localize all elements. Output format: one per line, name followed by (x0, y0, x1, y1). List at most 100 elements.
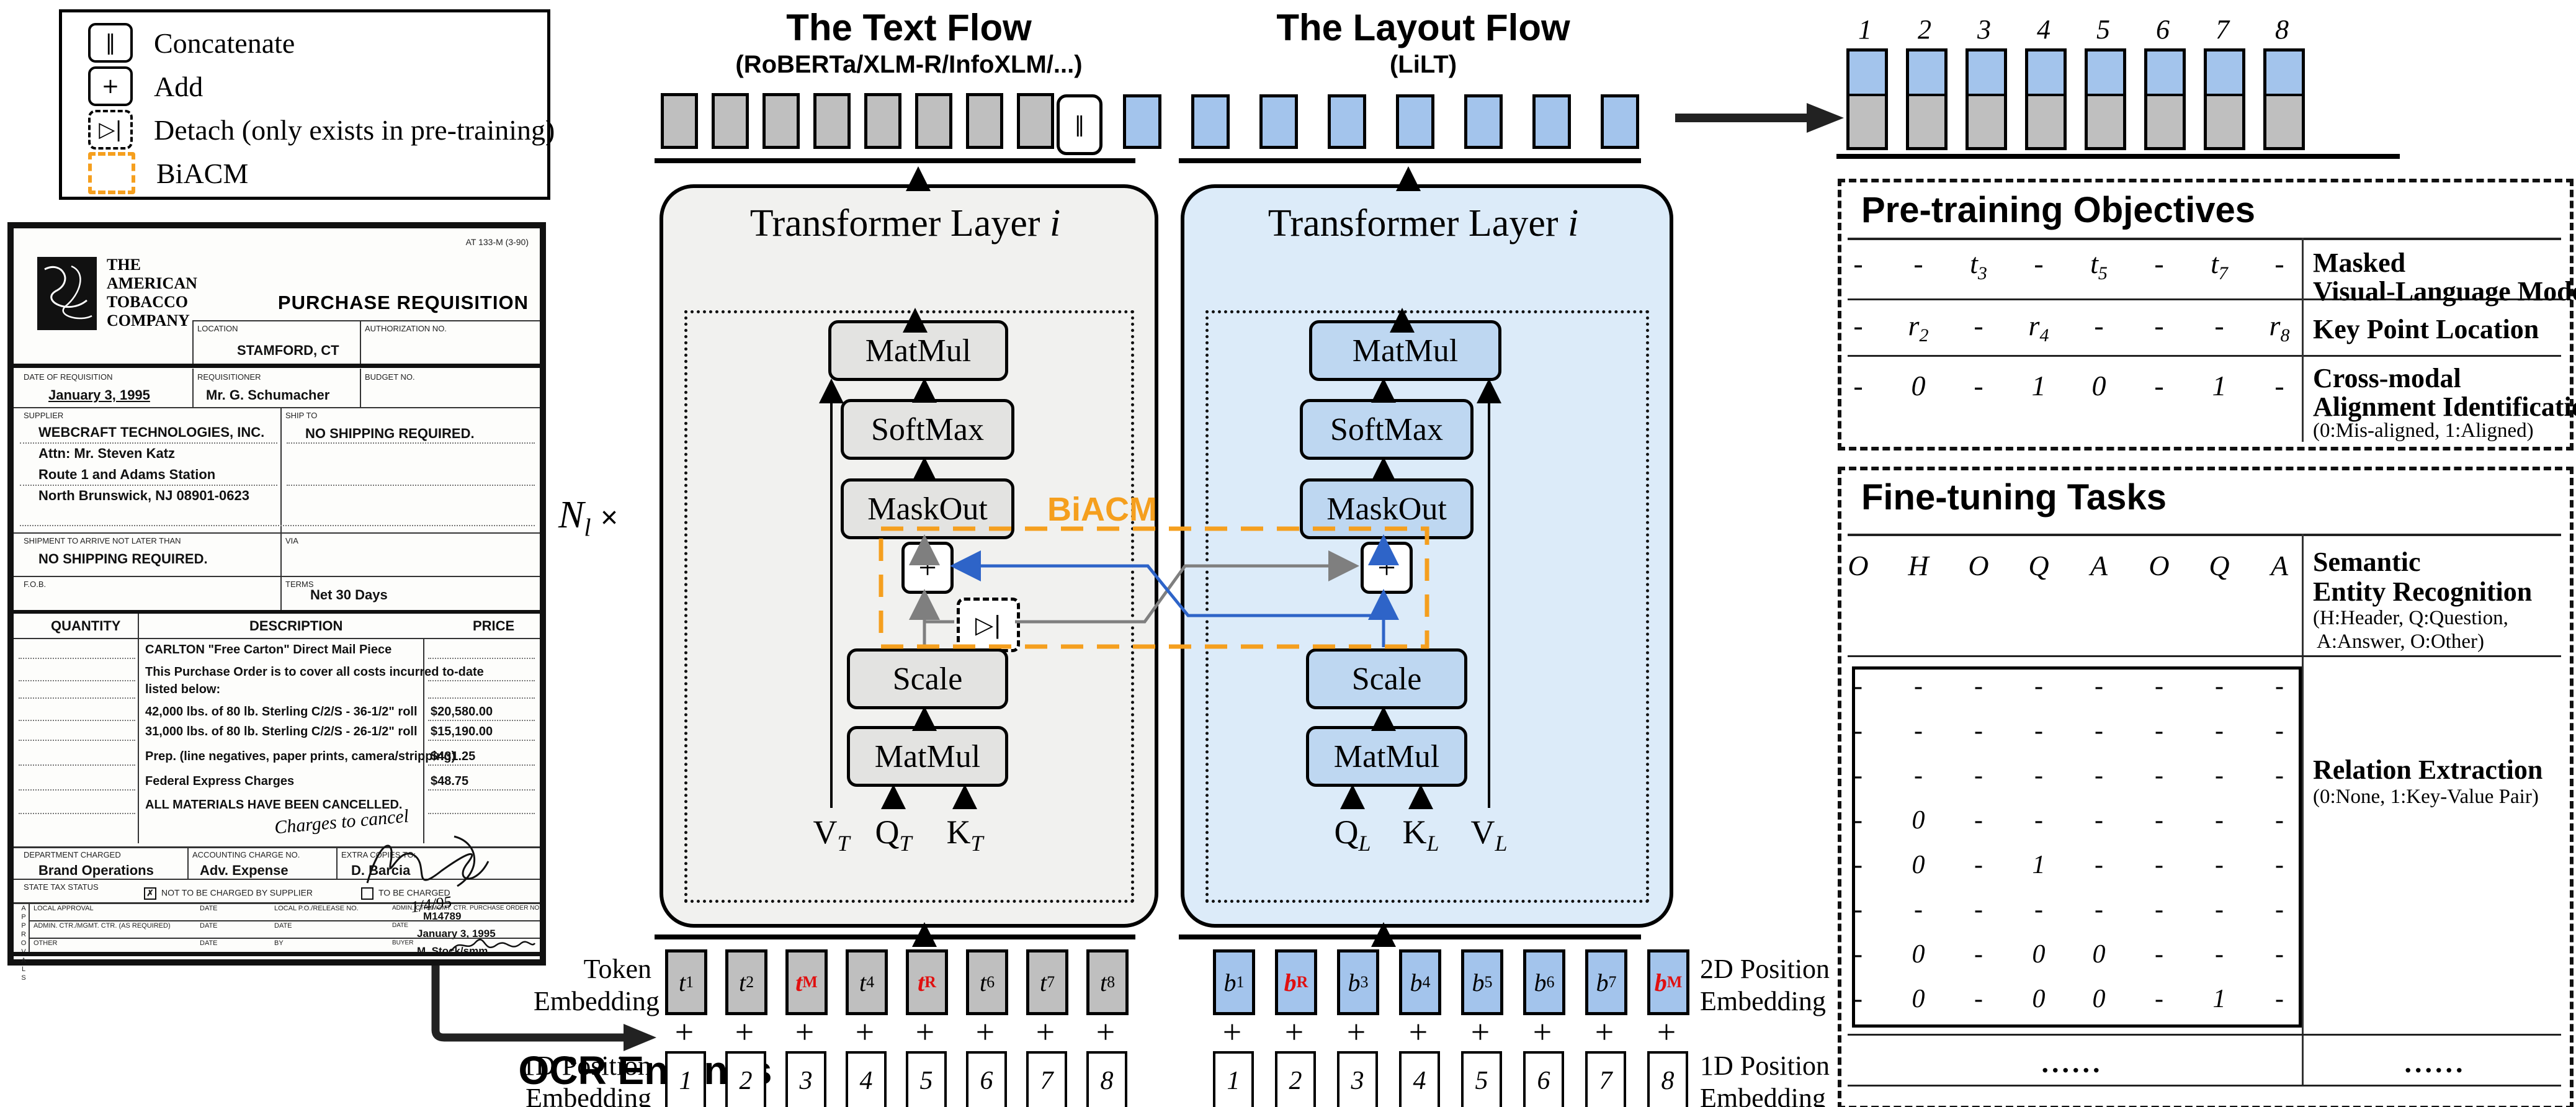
dotted-rule (19, 720, 135, 721)
layout-softmax-block: SoftMax (1300, 399, 1474, 460)
add-symbol: + (855, 1013, 875, 1051)
relation-matrix-cell: - (2275, 895, 2284, 924)
pretraining-value: - (2214, 310, 2224, 341)
relation-matrix-cell: - (1914, 761, 1923, 790)
relation-matrix-cell: - (2215, 672, 2224, 701)
approval-row-line (29, 938, 540, 939)
pretraining-value: - (1974, 370, 1983, 401)
layout-flow-layer-title: Transformer Layer i (1268, 202, 1579, 244)
output-column-label: 1 (1858, 14, 1872, 45)
relation-matrix-cell: - (1854, 895, 1863, 924)
approval-c2-label: DATE (200, 922, 218, 930)
relation-matrix-cell: - (1974, 895, 1983, 924)
relation-matrix-cell: - (2095, 806, 2103, 835)
layout-pos1d-box: 1 (1213, 1051, 1254, 1107)
layout-output-bar (1532, 94, 1571, 149)
text-pos1d-box: 3 (785, 1051, 826, 1107)
date-label: DATE OF REQUISITION (24, 372, 113, 382)
pretraining-value: 1 (2212, 370, 2227, 401)
relation-matrix-cell: - (2275, 851, 2284, 879)
text-output-bar (966, 93, 1003, 149)
biacm-icon (88, 152, 135, 194)
requisitioner-label: REQUISITIONER (197, 372, 261, 382)
layout-output-bar (1396, 94, 1434, 149)
text-input-label: VT (813, 813, 850, 856)
approval-c1-label: LOCAL APPROVAL (34, 905, 94, 912)
pretraining-value: - (1913, 248, 1923, 279)
ser-tag-value: A (2270, 550, 2289, 581)
approval-c4-value: M14789 (423, 910, 462, 922)
output-column-text-part (2147, 96, 2183, 147)
legend-item-label: Add (154, 70, 203, 102)
doc-form-number: AT 133-M (3-90) (465, 237, 529, 247)
relation-matrix-cell: 0 (2092, 985, 2106, 1013)
output-column-layout-part (1849, 52, 1885, 96)
num-layers-label: Nl × (558, 494, 619, 542)
ser-tag-value: A (2090, 550, 2108, 581)
text-output-bar (813, 93, 851, 149)
relation-matrix-cell: - (2275, 761, 2284, 790)
pretraining-value: 0 (2091, 370, 2106, 401)
approval-c4-label: ADMIN. CTR./MGMT. CTR. PURCHASE ORDER NO… (392, 905, 542, 912)
relation-matrix-cell: 0 (1912, 940, 1925, 969)
pretraining-value: - (1974, 310, 1983, 341)
relation-matrix-cell: - (1854, 851, 1863, 879)
ser-tag-value: O (2149, 550, 2170, 581)
relation-matrix-cell: - (2095, 672, 2103, 701)
approval-c3-label: LOCAL P.O./RELEASE NO. (274, 905, 359, 912)
item-description: CARLTON "Free Carton" Direct Mail Piece (145, 643, 392, 657)
text-flow-subtitle: (RoBERTa/XLM-R/InfoXLM/...) (735, 51, 1083, 78)
text-output-bar (864, 93, 901, 149)
supplier-line: WEBCRAFT TECHNOLOGIES, INC. (38, 424, 265, 440)
dotted-rule (428, 658, 535, 659)
relation-matrix-cell: - (2155, 940, 2163, 969)
relation-matrix-cell: - (1914, 717, 1923, 745)
ser-label-2: Entity Recognition (2313, 576, 2533, 607)
add-symbol: + (1096, 1013, 1116, 1051)
text-output-bar (915, 93, 952, 149)
text-maskout-block: MaskOut (841, 478, 1014, 539)
arrive-label: SHIPMENT TO ARRIVE NOT LATER THAN (24, 536, 181, 545)
dotted-rule (428, 740, 535, 741)
arrive-value: NO SHIPPING REQUIRED. (38, 551, 208, 567)
layout-pos1d-box: 6 (1523, 1051, 1564, 1107)
qty-header: QUANTITY (51, 618, 121, 634)
re-note: (0:None, 1:Key-Value Pair) (2313, 786, 2539, 808)
concat-icon: ‖ (88, 23, 133, 63)
dotted-rule (428, 764, 535, 766)
output-column-label: 2 (1918, 14, 1931, 45)
add-symbol: + (1594, 1013, 1614, 1051)
text-softmax-block: SoftMax (841, 399, 1014, 460)
add-symbol: + (1222, 1013, 1242, 1051)
text-matmul-in-block: MatMul (847, 726, 1008, 787)
biacm-label: BiACM (1047, 491, 1157, 528)
output-column-layout-part (2088, 52, 2123, 96)
detach-icon: ▷| (88, 110, 133, 150)
relation-matrix-cell: - (2155, 895, 2163, 924)
text-matmul-out-block: MatMul (828, 320, 1008, 381)
item-price: $48.75 (431, 774, 469, 788)
relation-matrix-cell: - (1854, 985, 1863, 1013)
fob-label: F.O.B. (24, 580, 47, 589)
relation-matrix-cell: 0 (1912, 985, 1925, 1013)
pretraining-value: - (2154, 248, 2164, 279)
pretraining-value: - (2034, 248, 2044, 279)
output-column (1966, 48, 2007, 150)
approvals-side-label: APPROVALS (20, 905, 27, 983)
relation-matrix-cell: - (2034, 895, 2043, 924)
item-price: $431.25 (431, 750, 476, 763)
layout-pos1d-box: 7 (1585, 1051, 1626, 1107)
relation-matrix-cell: - (2034, 761, 2043, 790)
item-price: $15,190.00 (431, 725, 493, 738)
item-description: listed below: (145, 683, 221, 696)
dept-label: DEPARTMENT CHARGED (24, 850, 121, 859)
output-column-layout-part (2207, 52, 2242, 96)
add-symbol: + (1532, 1013, 1552, 1051)
ser-tag-value: O (1848, 550, 1869, 581)
